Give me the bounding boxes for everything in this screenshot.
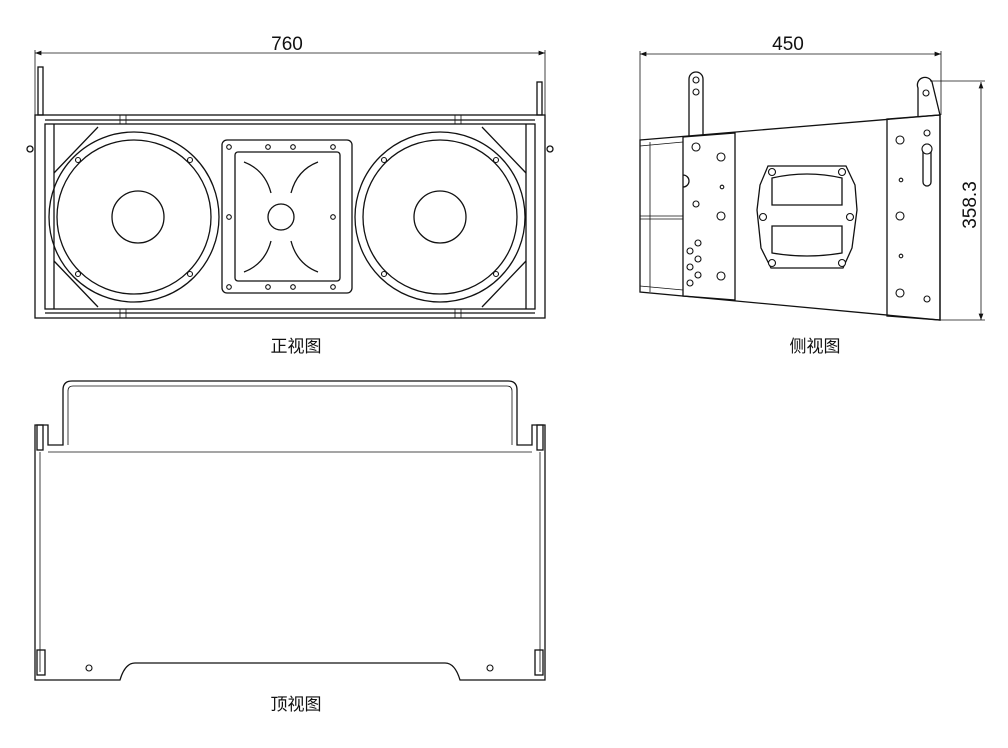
top-view-outline <box>34 380 546 681</box>
front-rigging-plate <box>682 132 736 301</box>
rear-rigging-plate <box>886 114 941 321</box>
right-rigging-post <box>536 81 543 116</box>
side-plate-holes <box>686 129 933 303</box>
side-height-dimension: 358.3 <box>930 80 985 321</box>
right-woofer <box>354 131 526 303</box>
top-view: 顶视图 <box>34 380 546 715</box>
side-view: 450 358.3 <box>639 34 985 357</box>
cabinet-outline <box>34 114 546 319</box>
side-handle <box>756 165 858 269</box>
front-view: 760 <box>26 34 554 357</box>
left-rigging-post <box>37 66 44 116</box>
front-width-value: 760 <box>271 34 303 55</box>
side-cabinet-outline <box>639 114 941 321</box>
side-height-value: 358.3 <box>960 181 981 229</box>
left-woofer <box>48 131 220 303</box>
front-width-dimension: 760 <box>34 34 546 115</box>
side-view-label: 侧视图 <box>790 337 841 357</box>
top-view-label: 顶视图 <box>271 695 322 715</box>
front-view-label: 正视图 <box>271 337 322 357</box>
side-depth-value: 450 <box>772 34 804 55</box>
horn-waveguide <box>221 139 353 294</box>
side-depth-dimension: 450 <box>639 34 942 292</box>
